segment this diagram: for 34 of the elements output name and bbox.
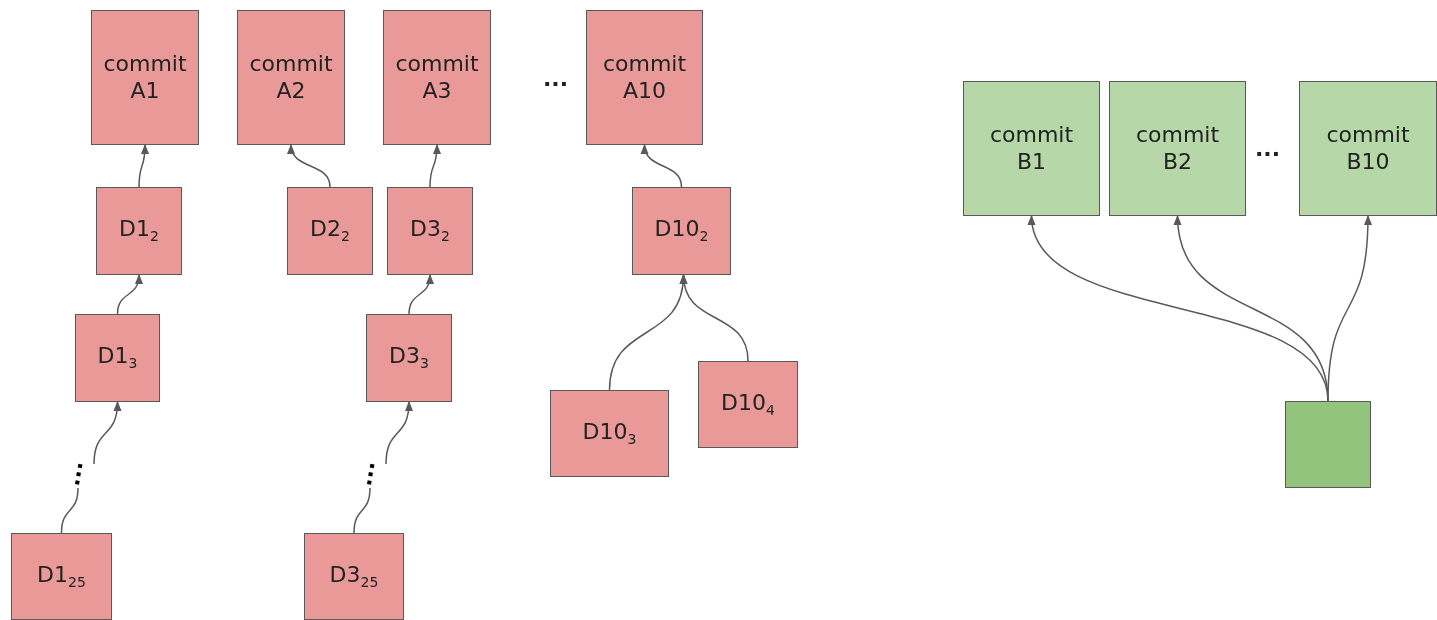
- diff-box: D3$_{25}$: [304, 533, 404, 620]
- diff-box: D3$_{2}$: [387, 187, 473, 275]
- connector-line: [60, 487, 79, 534]
- empty-box: [1285, 401, 1371, 488]
- commit-box: commit A10: [586, 10, 703, 145]
- arrow: [680, 273, 749, 362]
- connector-line: [353, 487, 371, 534]
- arrow: [93, 400, 122, 465]
- diff-box: D2$_{2}$: [287, 187, 373, 275]
- arrow: [641, 143, 683, 188]
- commit-box: commit B2: [1109, 81, 1246, 216]
- diff-box: D10$_{4}$: [698, 361, 798, 448]
- diff-box: D1$_{2}$: [96, 187, 182, 275]
- vertical-ellipsis: ...: [71, 460, 97, 490]
- commit-box: commit A3: [383, 10, 491, 145]
- diff-box: D10$_{2}$: [632, 187, 731, 275]
- arrow: [408, 273, 434, 315]
- ellipsis: ...: [543, 68, 569, 90]
- commit-box: commit A1: [91, 10, 199, 145]
- diff-box: D1$_{25}$: [11, 533, 112, 620]
- commit-box: commit A2: [237, 10, 345, 145]
- arrow: [288, 143, 331, 188]
- arrow: [385, 400, 413, 465]
- arrow: [116, 273, 143, 315]
- arrow: [429, 143, 441, 188]
- commit-box: commit B10: [1299, 81, 1437, 216]
- commit-box: commit B1: [963, 81, 1100, 216]
- diff-box: D3$_{3}$: [366, 314, 452, 402]
- ellipsis: ...: [1255, 138, 1281, 160]
- arrow: [1327, 214, 1372, 402]
- vertical-ellipsis: ...: [363, 460, 389, 490]
- diff-box: D1$_{3}$: [75, 314, 160, 402]
- diff-box: D10$_{3}$: [550, 390, 669, 477]
- arrow: [138, 143, 149, 188]
